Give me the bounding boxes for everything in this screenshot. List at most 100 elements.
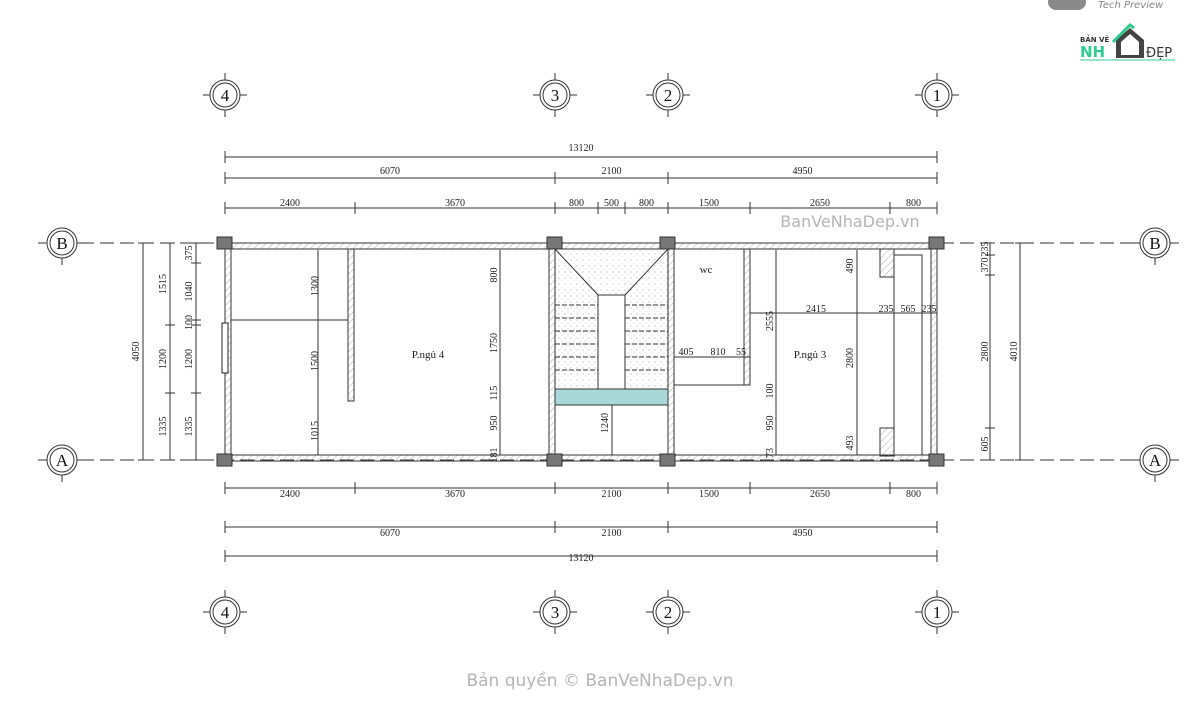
dimension-label: 6070 — [380, 528, 400, 539]
axis-label: 4 — [221, 603, 230, 622]
walls — [221, 242, 938, 462]
axis-label: 2 — [664, 86, 673, 105]
dimension-label: 1335 — [184, 417, 195, 437]
axis-bubble: 3 — [533, 73, 577, 117]
axis-label: 3 — [551, 86, 560, 105]
column — [659, 453, 676, 467]
dimension-label: 500 — [604, 198, 619, 209]
interior-dimension-label: 1240 — [600, 413, 611, 433]
dimension-label: 1500 — [699, 489, 719, 500]
axis-bubble: 4 — [203, 590, 247, 634]
dimension-label: 2100 — [602, 166, 622, 177]
dimension-label: 1200 — [184, 349, 195, 369]
stair-landing — [554, 388, 669, 406]
dimension-label: 4950 — [793, 528, 813, 539]
brand-logo: BẢN VẼ NH ĐẸP — [1080, 23, 1175, 61]
dimension-label: 3670 — [445, 198, 465, 209]
interior-dimension-label: 1500 — [310, 351, 321, 371]
dimension-label: 4050 — [131, 342, 142, 362]
interior-dimension-label: 1300 — [310, 276, 321, 296]
dimension-label: 1515 — [158, 274, 169, 294]
interior-dimension-label: 565 — [901, 304, 916, 315]
room-label-wc: wc — [700, 264, 713, 276]
dimension-label: 2650 — [810, 198, 830, 209]
axis-label: 1 — [933, 86, 942, 105]
watermark-plan: BanVeNhaDep.vn — [780, 212, 919, 231]
svg-text:ĐẸP: ĐẸP — [1146, 46, 1172, 61]
room-label-bedroom-4: P.ngủ 4 — [412, 349, 445, 361]
column — [928, 236, 945, 250]
interior-dimension-label: 950 — [765, 416, 776, 431]
dimension-label: 2100 — [602, 528, 622, 539]
dimension-label: 800 — [906, 198, 921, 209]
interior-dimension-label: 181 — [489, 448, 500, 463]
dimension-label: 375 — [184, 246, 195, 261]
interior-dimension-label: 115 — [489, 386, 500, 401]
room-label-bedroom-3: P.ngủ 3 — [794, 349, 827, 361]
dimension-label: 1200 — [158, 349, 169, 369]
axis-label: A — [56, 451, 69, 470]
dimension-label: 1040 — [184, 282, 195, 302]
interior-dimension-label: 405 — [679, 347, 694, 358]
column — [928, 453, 945, 467]
interior-dimension-label: 2415 — [806, 304, 826, 315]
preview-toggle[interactable] — [1048, 0, 1086, 10]
axis-bubble: 4 — [203, 73, 247, 117]
dimension-label: 800 — [569, 198, 584, 209]
svg-text:NH: NH — [1080, 43, 1105, 61]
dimension-label: 800 — [906, 489, 921, 500]
columns — [216, 236, 945, 467]
interior-dimension-label: 1750 — [489, 333, 500, 353]
interior-dimension-label: 800 — [489, 268, 500, 283]
dimension-label: 1500 — [699, 198, 719, 209]
interior-dimension-label: 2555 — [765, 311, 776, 331]
watermark-copyright: Bản quyền © BanVeNhaDep.vn — [466, 670, 733, 691]
dimension-label: 6070 — [380, 166, 400, 177]
column — [546, 453, 563, 467]
dimension-label: 100 — [184, 315, 195, 330]
dimension-label: 3670 — [445, 489, 465, 500]
interior-dimension-label: 2800 — [845, 348, 856, 368]
axis-label: B — [56, 234, 67, 253]
interior-dimension-label: 235 — [922, 304, 937, 315]
interior-dimension-label: 490 — [845, 259, 856, 274]
interior-dimension-label: 810 — [711, 347, 726, 358]
dimension-label: 370 — [980, 258, 991, 273]
interior-dimension-label: 235 — [879, 304, 894, 315]
axis-bubble: 3 — [533, 590, 577, 634]
dimension-label: 13120 — [569, 143, 594, 154]
axis-bubble: B — [1131, 227, 1179, 265]
axis-label: 1 — [933, 603, 942, 622]
axis-label: 4 — [221, 86, 230, 105]
interior-dimension-label: 493 — [845, 436, 856, 451]
dimension-label: 2400 — [280, 198, 300, 209]
tech-preview-label: Tech Preview — [1098, 0, 1164, 11]
dimension-label: 800 — [639, 198, 654, 209]
axis-label: 2 — [664, 603, 673, 622]
axis-bubble: A — [38, 444, 86, 482]
column — [216, 453, 233, 467]
axis-bubble: 1 — [915, 590, 959, 634]
dimension-label: 1335 — [158, 417, 169, 437]
dimension-label: 2400 — [280, 489, 300, 500]
axis-label: A — [1149, 451, 1162, 470]
axis-bubble: 1 — [915, 73, 959, 117]
axis-label: B — [1149, 234, 1160, 253]
interior-dimension-label: 55 — [736, 347, 746, 358]
axis-bubble: 2 — [646, 590, 690, 634]
dimension-label: 2800 — [980, 342, 991, 362]
dimension-label: 13120 — [569, 553, 594, 564]
column — [659, 236, 676, 250]
dimension-label: 605 — [980, 437, 991, 452]
interior-dimension-label: 73 — [765, 448, 776, 458]
interior-dimension-label: 100 — [765, 384, 776, 399]
dimension-label: 2100 — [602, 489, 622, 500]
interior-dimension-label: 1015 — [310, 421, 321, 441]
column — [216, 236, 233, 250]
dimension-label: 4010 — [1009, 342, 1020, 362]
column — [546, 236, 563, 250]
axis-bubble: A — [1131, 444, 1179, 482]
axis-bubble: 2 — [646, 73, 690, 117]
interior-dimension-label: 950 — [489, 416, 500, 431]
